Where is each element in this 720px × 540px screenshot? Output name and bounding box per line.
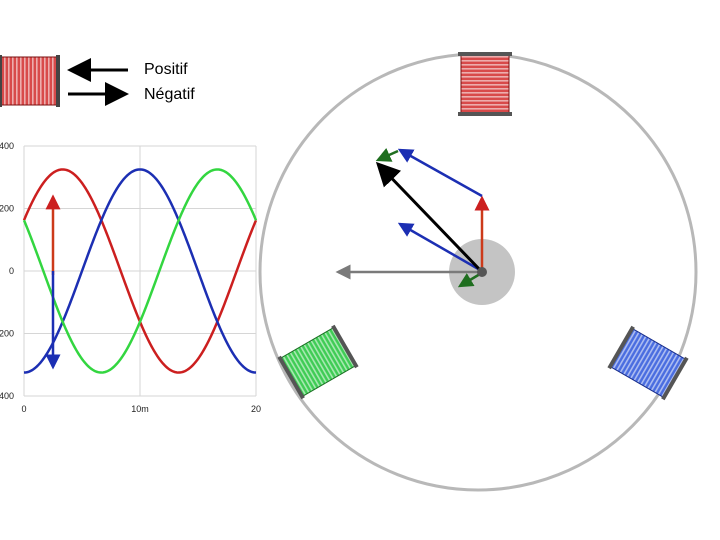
sine-chart: 400 200 0 -200 -400 0 10m 20 [0,141,261,414]
legend-coil [0,55,60,107]
y-tick-label: 200 [0,204,14,214]
coil-red-top [458,52,512,116]
chart-series [22,168,258,374]
legend-negative-label: Négatif [144,86,195,103]
x-tick-label: 0 [21,404,26,414]
chart-tick-labels: 400 200 0 -200 -400 0 10m 20 [0,141,261,414]
coil-green-bottom-left [277,324,359,400]
coil-blue-bottom-right [607,325,689,401]
x-tick-label: 20 [251,404,261,414]
y-tick-label: -200 [0,329,14,339]
series-green [22,168,258,374]
blue-vector-lower [397,222,481,272]
y-tick-label: 400 [0,141,14,151]
y-tick-label: -400 [0,391,14,401]
resultant-vector [375,161,484,274]
x-tick-label: 10m [131,404,149,414]
y-tick-label: 0 [9,266,14,276]
green-vector-hub [457,272,481,288]
blue-vector-upper [397,148,483,198]
green-vector-top [375,148,399,162]
chart-gridlines [23,145,257,397]
rotor-center [477,267,487,277]
legend-positive-label: Positif [144,61,188,78]
